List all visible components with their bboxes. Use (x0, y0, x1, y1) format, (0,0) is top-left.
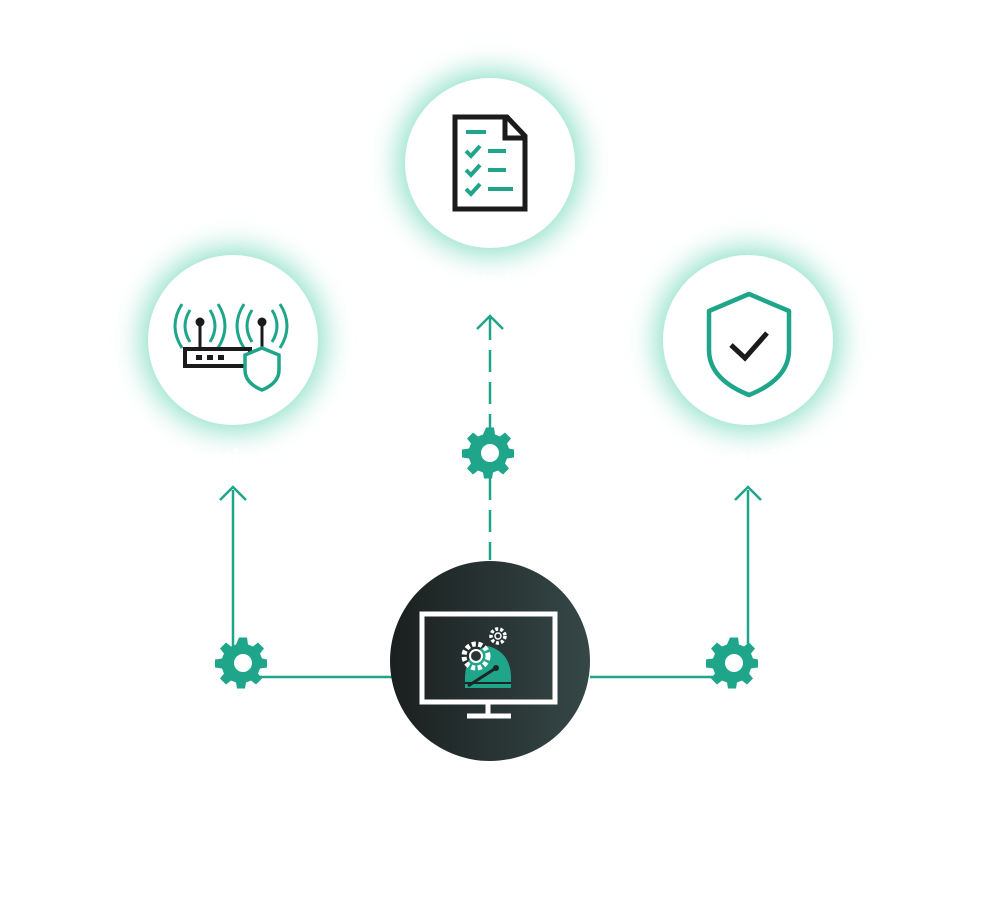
router-with-shield-icon (173, 303, 289, 392)
policies-label: Policies (434, 271, 546, 299)
gear-icon (462, 427, 514, 479)
policies-node (405, 78, 575, 248)
devices-label: Devices (177, 445, 289, 473)
arrow-up-icon (219, 485, 247, 501)
monitor-with-gears-icon (419, 611, 558, 719)
shield-check-icon (706, 291, 792, 398)
arrow-up-icon (476, 314, 504, 330)
security-label: Security (688, 445, 808, 473)
gear-icon (215, 637, 267, 689)
security-node (663, 255, 833, 425)
arrow-up-icon (734, 485, 762, 501)
gear-icon (706, 637, 758, 689)
devices-node (148, 255, 318, 425)
checklist-document-icon (452, 114, 528, 212)
